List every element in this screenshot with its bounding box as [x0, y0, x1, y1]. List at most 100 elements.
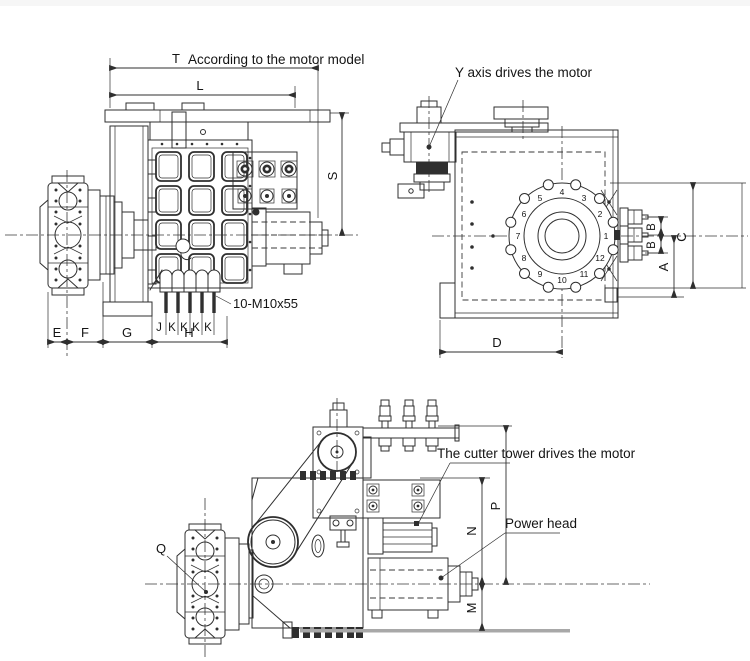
dim-q-label: Q: [156, 541, 166, 556]
lower-view: Q: [145, 398, 650, 660]
bolt: [171, 269, 185, 313]
station-6: 6: [522, 209, 527, 219]
station-10: 10: [557, 275, 567, 285]
dim-L: L: [109, 78, 296, 108]
front-top-plate: [104, 102, 331, 149]
dim-m-label: M: [464, 603, 479, 614]
housing-hidden-outline: [461, 151, 606, 301]
front-view: T According to the motor model L S 10-M1…: [5, 51, 364, 358]
disc-screws: [54, 188, 82, 282]
front-disc-shaft: [87, 189, 149, 281]
dim-P: P: [438, 425, 512, 585]
dim-N: N: [420, 477, 490, 585]
dim-j-label: J: [156, 322, 162, 334]
connector-panel: [232, 151, 298, 216]
body-top-screws: [160, 142, 239, 146]
power-head: [367, 557, 479, 619]
leader-dot: [204, 590, 208, 594]
dim-B-pair: B B: [645, 216, 668, 254]
dim-k-label: K: [180, 322, 188, 334]
dim-s-label: S: [325, 171, 340, 180]
bolt: [159, 269, 173, 313]
station-numbers: 1 2 3 4 5 6 7 8 9 10 11 12: [516, 187, 609, 285]
page-top-band: [0, 0, 750, 6]
power-head-callout: Power head: [438, 516, 577, 581]
station-4: 4: [560, 187, 565, 197]
station-9: 9: [538, 269, 543, 279]
dim-k-label: K: [204, 322, 212, 334]
dim-g-label: G: [122, 325, 132, 340]
dim-D: D: [439, 320, 563, 358]
q-callout: Q: [156, 541, 208, 594]
dim-t-label: T: [172, 51, 180, 66]
disc-notches: [505, 179, 619, 293]
station-5: 5: [538, 193, 543, 203]
large-pulley: [247, 516, 299, 568]
connector-top-row: [236, 160, 298, 178]
dim-A: A: [618, 235, 684, 298]
ground-line: [300, 629, 570, 633]
front-hidden-motor: [251, 207, 329, 275]
turret-disc-face: 1 2 3 4 5 6 7 8 9 10 11 12: [505, 179, 619, 293]
dim-b-label: B: [646, 241, 658, 249]
station-7: 7: [516, 231, 521, 241]
dim-c-label: C: [674, 232, 689, 241]
motor-model-note: According to the motor model: [188, 52, 364, 67]
belt: [251, 440, 323, 529]
fitting: [402, 399, 416, 452]
cutter-motor-note: The cutter tower drives the motor: [437, 446, 636, 461]
dim-f-label: F: [81, 325, 89, 340]
station-3: 3: [582, 193, 587, 203]
dim-C: C: [610, 182, 746, 289]
lower-tool-disc: [176, 523, 254, 645]
station-2: 2: [598, 209, 603, 219]
dim-e-label: E: [53, 325, 62, 340]
leader-dot: [426, 144, 432, 150]
y-axis-motor: [381, 96, 549, 199]
station-8: 8: [522, 253, 527, 263]
side-housing: [439, 129, 619, 319]
front-turret-body: [147, 139, 253, 289]
leader-dot: [438, 575, 444, 581]
y-axis-note-label: Y axis drives the motor: [455, 65, 593, 80]
dim-h-label: H: [184, 325, 193, 340]
gearbox-body: [247, 402, 441, 629]
dim-k-label: K: [168, 322, 176, 334]
dim-l-label: L: [196, 78, 203, 93]
hydraulic-fittings: [362, 399, 460, 452]
dim-d-label: D: [492, 335, 501, 350]
power-head-note: Power head: [505, 516, 577, 531]
station-12: 12: [595, 253, 605, 263]
dim-p-label: P: [488, 502, 503, 511]
cutter-motor-callout: The cutter tower drives the motor: [414, 446, 636, 526]
dim-EFGH: E F G H: [47, 282, 228, 348]
dim-T: T According to the motor model: [109, 51, 364, 218]
front-slide-column: [102, 125, 153, 317]
bolt: [183, 269, 197, 313]
dim-M: M: [464, 583, 486, 631]
tool-holders: [614, 207, 658, 263]
cutter-motor: [367, 517, 438, 555]
dim-b-label: B: [646, 223, 658, 231]
small-pulley: [317, 432, 357, 472]
top-bolt-row: [300, 471, 356, 480]
bolt-spec-callout: 10-M10x55: [215, 295, 298, 311]
side-view: Y axis drives the motor 1 2 3 4 5 6 7 8: [381, 65, 748, 358]
body-right-screws: [248, 156, 252, 272]
mounting-bolts: [149, 269, 221, 313]
bolt: [207, 269, 221, 313]
bolt: [195, 269, 209, 313]
base-strip: [282, 621, 570, 639]
dim-a-label: A: [656, 262, 671, 271]
station-1: 1: [604, 231, 609, 241]
disc-screws: [191, 536, 219, 631]
front-tool-disc: [39, 175, 89, 296]
bolt-spec-label: 10-M10x55: [233, 296, 298, 311]
leader-dot: [414, 521, 419, 526]
fitting: [425, 399, 439, 452]
dim-S: S: [325, 112, 349, 236]
fitting: [378, 399, 392, 452]
station-11: 11: [580, 269, 589, 279]
dim-k-label: K: [192, 322, 200, 334]
